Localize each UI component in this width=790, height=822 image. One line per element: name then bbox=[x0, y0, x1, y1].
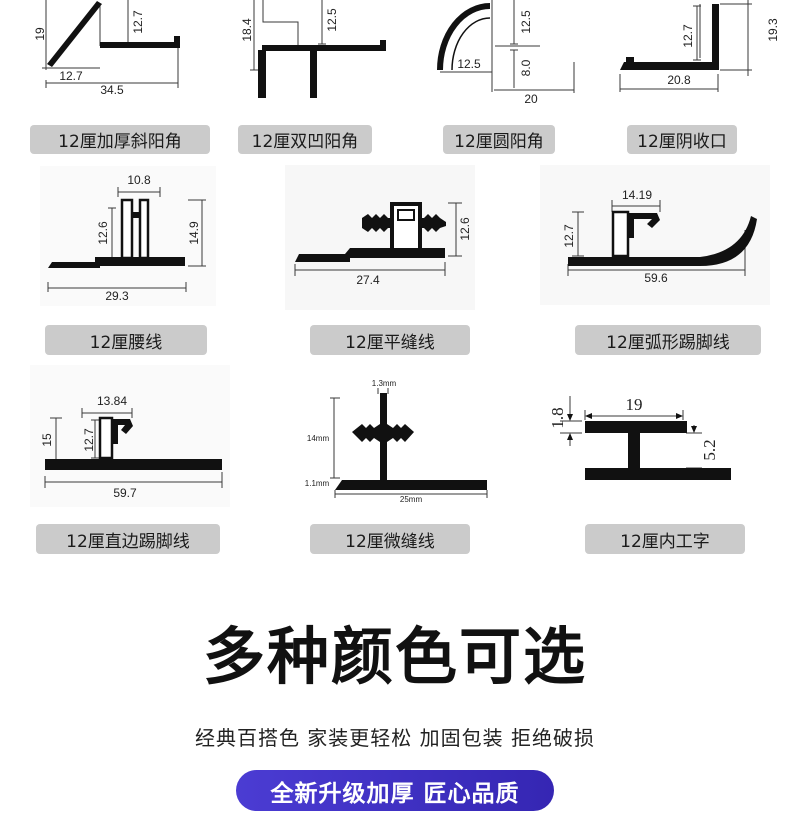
drawing-background bbox=[30, 365, 230, 507]
profile-drawing-inner-i-beam: 19 1.8 5.2 bbox=[548, 395, 731, 480]
dimension-value: 59.6 bbox=[644, 271, 668, 285]
profile-drawing-thick-slant-corner: 19 12.7 12.7 34.5 bbox=[33, 0, 180, 97]
dimension-value: 12.5 bbox=[519, 10, 533, 34]
profile-cross-section bbox=[48, 212, 185, 268]
dimension-lines bbox=[330, 388, 488, 498]
dimension-lines bbox=[440, 0, 575, 93]
dimension-lines bbox=[619, 0, 752, 92]
dimension-value: 12.5 bbox=[325, 8, 339, 32]
profile-upright bbox=[98, 416, 114, 460]
dimension-value: 15 bbox=[40, 433, 54, 447]
dimension-value: 19 bbox=[33, 27, 47, 41]
profile-teeth bbox=[362, 214, 446, 232]
profile-drawing-double-concave-corner: 18.4 12.5 bbox=[240, 0, 386, 98]
profile-teeth bbox=[352, 424, 414, 442]
dimension-value: 19 bbox=[626, 395, 643, 414]
profile-inner-arc bbox=[451, 17, 491, 71]
section-subtitle: 经典百搭色 家装更轻松 加固包装 拒绝破损 bbox=[194, 726, 596, 750]
dimension-value: 12.6 bbox=[458, 217, 472, 241]
dimension-value: 25mm bbox=[400, 495, 423, 504]
profile-label: 12厘加厚斜阳角 bbox=[30, 125, 210, 154]
profile-stem bbox=[380, 393, 387, 480]
dimension-value: 12.6 bbox=[96, 221, 110, 245]
dimension-value: 18.4 bbox=[240, 18, 254, 42]
profile-upright bbox=[611, 210, 630, 258]
profile-label: 12厘双凹阳角 bbox=[238, 125, 372, 154]
profile-cross-section bbox=[585, 421, 731, 480]
dimension-value: 27.4 bbox=[356, 273, 380, 287]
dimension-value: 12.7 bbox=[82, 428, 96, 452]
profile-drawing-micro-seam: 1.3mm 14mm 1.1mm 25mm bbox=[305, 379, 488, 504]
profile-cross-section bbox=[620, 4, 719, 70]
profile-label: 12厘内工字 bbox=[585, 524, 745, 554]
promo-badge-text: 全新升级加厚 匠心品质 bbox=[270, 780, 520, 807]
dimension-value: 20.8 bbox=[667, 73, 691, 87]
profile-cross-section bbox=[45, 459, 222, 470]
dimension-value: 12.7 bbox=[562, 224, 576, 248]
dimension-value: 1.1mm bbox=[305, 479, 330, 488]
profile-clip bbox=[112, 419, 133, 444]
profile-center-slot bbox=[397, 209, 415, 221]
dimension-value: 12.7 bbox=[59, 69, 83, 83]
dimension-value: 34.5 bbox=[100, 83, 124, 97]
promo-badge: 全新升级加厚 匠心品质 bbox=[236, 770, 554, 811]
dimension-value: 1.3mm bbox=[372, 379, 397, 388]
dimension-value: 12.7 bbox=[131, 10, 145, 34]
profile-cross-section bbox=[335, 480, 487, 490]
profile-arc bbox=[437, 3, 491, 71]
profile-label: 12厘微缝线 bbox=[310, 524, 470, 554]
dimension-value: 20 bbox=[524, 92, 538, 106]
dimension-value: 14.19 bbox=[622, 188, 652, 202]
dimension-value: 10.8 bbox=[127, 173, 151, 187]
profile-upright bbox=[138, 198, 150, 260]
dimension-value: 13.84 bbox=[97, 394, 127, 408]
profile-drawing-straight-skirting: 13.84 15 12.7 59.7 bbox=[40, 394, 223, 500]
profile-cross-section bbox=[568, 216, 757, 266]
profile-cross-section bbox=[258, 40, 386, 98]
profile-label: 12厘腰线 bbox=[45, 325, 207, 355]
dimension-value: 59.7 bbox=[113, 486, 137, 500]
section-heading: 多种颜色可选 bbox=[202, 620, 587, 693]
profile-drawings: 19 12.7 12.7 34.5 18.4 12.5 12.5 12.5 8.… bbox=[30, 0, 780, 507]
dimension-value: 12.5 bbox=[457, 57, 481, 71]
dimension-value: 8.0 bbox=[519, 59, 533, 76]
profile-label: 12厘阴收口 bbox=[627, 125, 737, 154]
dimension-lines bbox=[567, 200, 746, 276]
profile-upright bbox=[120, 198, 134, 260]
profile-clip bbox=[628, 213, 660, 238]
dimension-value: 14mm bbox=[307, 434, 330, 443]
profile-label: 12厘弧形踢脚线 bbox=[575, 325, 761, 355]
profile-drawing-waist-line: 10.8 12.6 14.9 29.3 bbox=[47, 173, 206, 303]
profile-drawing-arc-skirting: 14.19 12.7 59.6 bbox=[562, 188, 757, 285]
dimension-value: 14.9 bbox=[187, 221, 201, 245]
dimension-value: 12.7 bbox=[681, 24, 695, 48]
profile-drawing-round-corner: 12.5 12.5 8.0 20 bbox=[437, 0, 575, 106]
dimension-value: 5.2 bbox=[700, 439, 719, 460]
profile-label: 12厘圆阳角 bbox=[443, 125, 555, 154]
profile-drawing-flat-seam: 12.6 27.4 bbox=[294, 202, 472, 287]
drawing-background bbox=[285, 165, 475, 310]
profile-label: 12厘直边踢脚线 bbox=[36, 524, 220, 554]
profile-cross-section bbox=[47, 1, 180, 67]
dimension-value: 29.3 bbox=[105, 289, 129, 303]
dimension-lines bbox=[250, 0, 326, 71]
profile-drawing-inside-closure: 12.7 19.3 20.8 bbox=[619, 0, 780, 92]
dimension-value: 1.8 bbox=[548, 407, 567, 428]
profile-label: 12厘平缝线 bbox=[310, 325, 470, 355]
dimension-lines bbox=[294, 202, 462, 276]
dimension-value: 19.3 bbox=[766, 18, 780, 42]
